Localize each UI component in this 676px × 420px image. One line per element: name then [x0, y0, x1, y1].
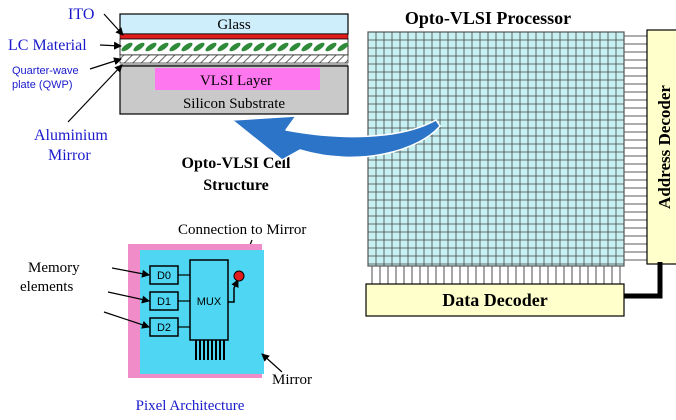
- lc-molecule: [337, 42, 349, 52]
- lc-molecule: [193, 42, 205, 52]
- processor-title: Opto-VLSI Processor: [405, 8, 571, 28]
- lc-molecule: [169, 42, 181, 52]
- qwp-layer: [119, 54, 349, 64]
- ito-label: ITO: [68, 6, 94, 23]
- qwp-label-line1: Quarter-wave: [12, 65, 79, 77]
- vlsi-layer-label: VLSI Layer: [200, 73, 272, 89]
- lc-molecule: [253, 42, 265, 52]
- lc-material-label: LC Material: [8, 37, 87, 54]
- lc-molecule: [313, 42, 325, 52]
- blue-pointer-arrow: [231, 115, 441, 161]
- qwp-label-line2: plate (QWP): [12, 79, 73, 91]
- substrate-label: Silicon Substrate: [183, 96, 285, 112]
- d0-label: D0: [157, 270, 171, 282]
- mirror-connection-dot: [233, 270, 245, 282]
- memory-arrow-d1: [107, 291, 150, 304]
- memory-label-line2: elements: [20, 279, 73, 295]
- lc-molecule: [121, 42, 133, 52]
- cell-caption-line1: Opto-VLSI Cell: [182, 155, 291, 172]
- ito-layer: [119, 33, 349, 40]
- connection-label: Connection to Mirror: [178, 222, 306, 238]
- mirror-layer: [120, 63, 348, 66]
- pixel-mirror-label: Mirror: [272, 372, 312, 388]
- lc-molecule: [289, 42, 301, 52]
- memory-arrow-d2: [103, 311, 150, 329]
- d2-label: D2: [157, 322, 171, 334]
- lc-arrow: [99, 41, 122, 50]
- ito-arrow: [103, 13, 124, 36]
- lc-molecule: [301, 42, 313, 52]
- lc-molecule: [205, 42, 217, 52]
- data-decoder-label: Data Decoder: [442, 290, 547, 310]
- address-decoder-label: Address Decoder: [655, 85, 674, 209]
- mirror-label-line1: Aluminium: [34, 127, 108, 144]
- lc-molecule: [229, 42, 241, 52]
- mirror-label-line2: Mirror: [48, 147, 91, 164]
- address-decoder: [646, 29, 676, 265]
- mirror-pointer-arrow: [261, 353, 283, 373]
- lc-molecule: [145, 42, 157, 52]
- mux-block: [189, 259, 229, 341]
- lc-molecule: [265, 42, 277, 52]
- cell-caption-line2: Structure: [203, 177, 268, 194]
- lc-molecule: [241, 42, 253, 52]
- pixel-architecture: Connection to Mirror D0 D1 D2 MUX Memory…: [20, 222, 312, 414]
- vlsi-layer: [155, 68, 320, 90]
- lc-molecule: [181, 42, 193, 52]
- data-decoder: [365, 283, 625, 317]
- processor: Opto-VLSI Processor Address Decoder Data…: [231, 8, 676, 317]
- mux-pins: [195, 340, 225, 360]
- mirror-arrow: [67, 64, 123, 123]
- mux-to-mirror-wire: [228, 279, 239, 303]
- lc-molecule: [133, 42, 145, 52]
- glass-label: Glass: [217, 17, 250, 33]
- cell-structure: Glass VLSI Layer Silicon Substrate ITO L…: [8, 6, 349, 194]
- pixel-caption: Pixel Architecture: [136, 398, 245, 414]
- mux-label: MUX: [197, 296, 222, 308]
- decoder-bus-connector: [624, 262, 663, 299]
- d1-label: D1: [157, 296, 171, 308]
- lc-molecule: [217, 42, 229, 52]
- lc-molecules: [121, 42, 349, 52]
- decoder-pins: [371, 35, 647, 284]
- qwp-arrow: [89, 57, 122, 70]
- lc-molecule: [277, 42, 289, 52]
- memory-arrow-d0: [111, 267, 150, 278]
- memory-label-line1: Memory: [28, 260, 80, 276]
- lc-molecule: [325, 42, 337, 52]
- lc-molecule: [157, 42, 169, 52]
